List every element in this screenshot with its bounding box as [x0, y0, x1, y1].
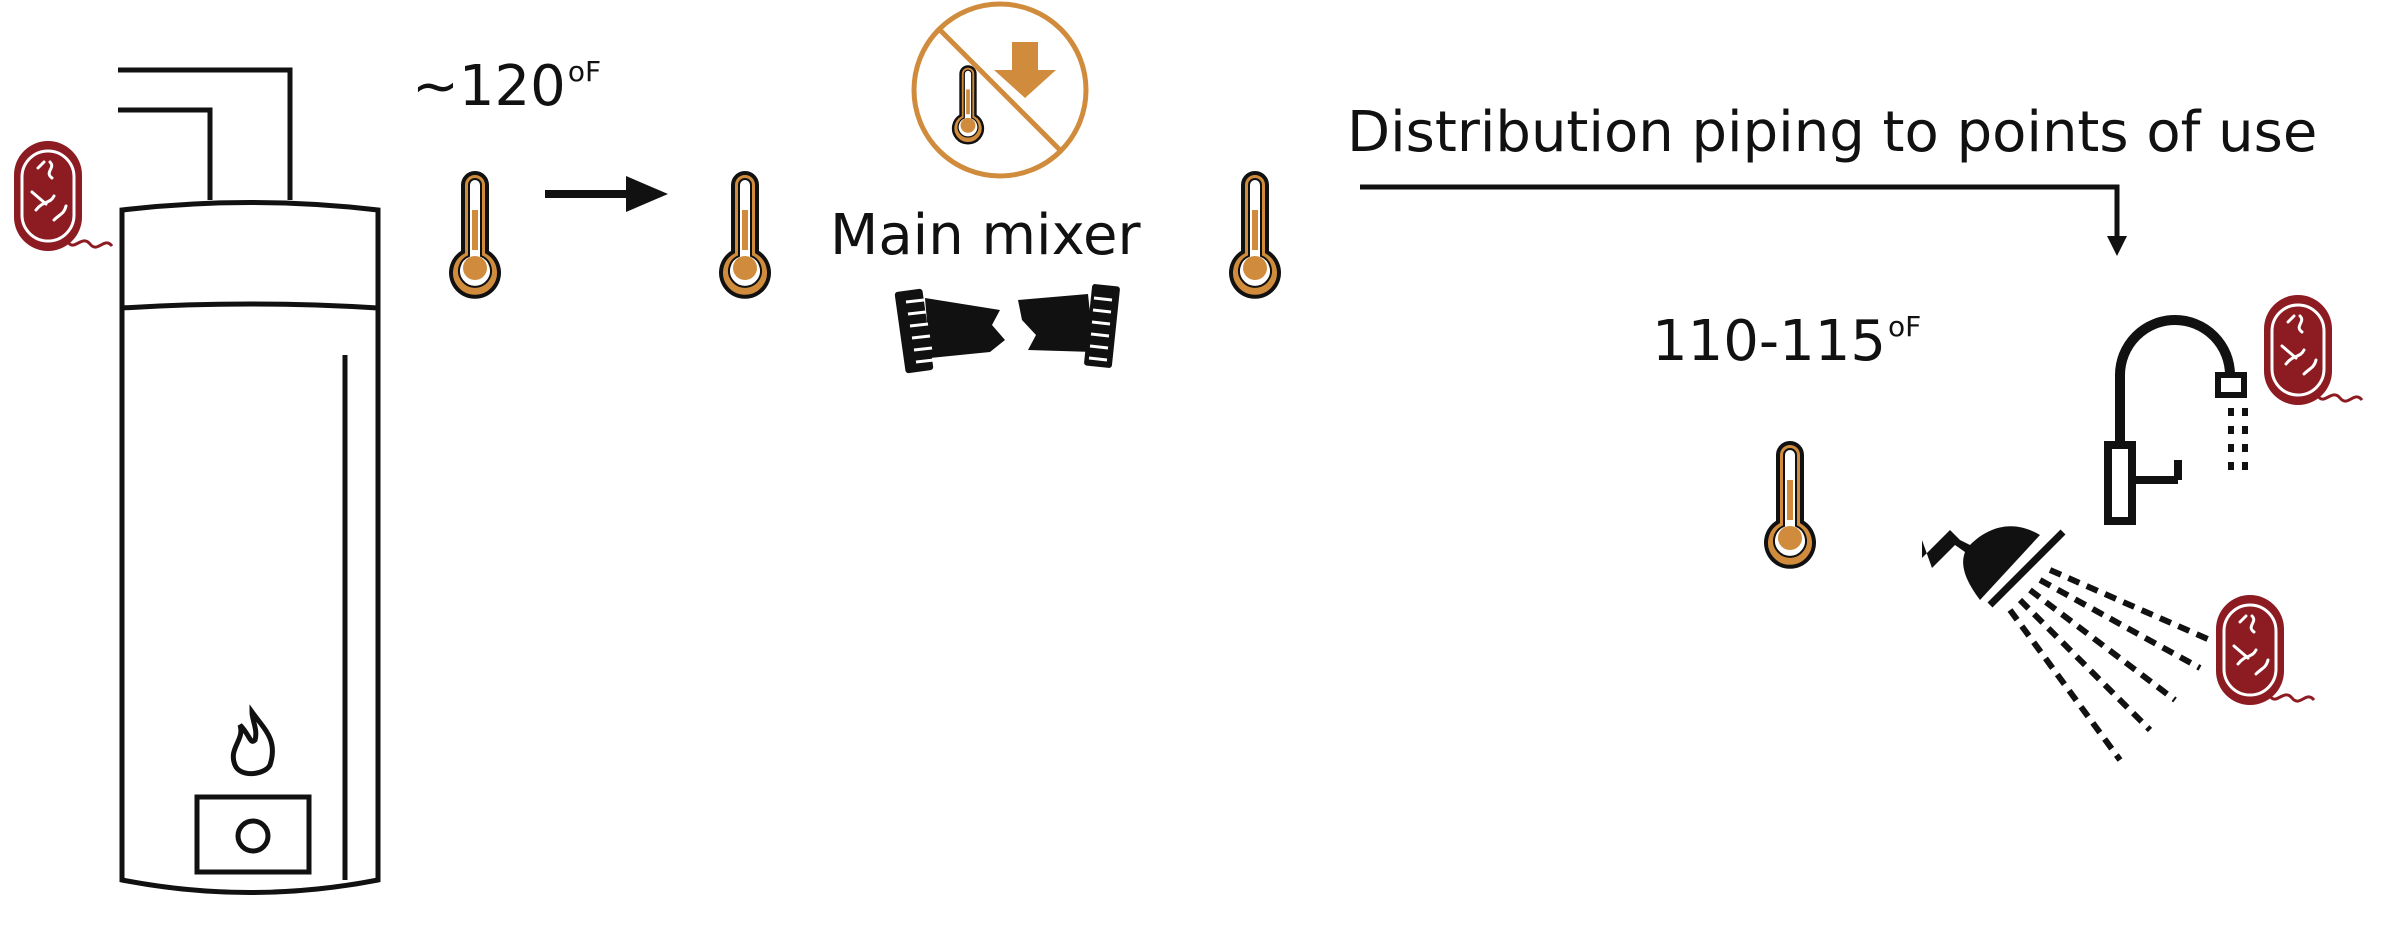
flame-icon [230, 704, 275, 777]
outlet-temperature-value: 110-115 [1652, 308, 1886, 374]
thermometer-icon [719, 171, 771, 299]
heater-temperature-value: ~120 [412, 53, 566, 119]
outlet-temperature-label: 110-115oF [1652, 313, 1921, 370]
bacteria-icon [12, 139, 114, 253]
thermometer-icon [449, 171, 501, 299]
broken-pipe-icon [894, 284, 1120, 374]
distribution-piping-label: Distribution piping to points of use [1347, 100, 2318, 165]
main-mixer-label: Main mixer [830, 203, 1141, 268]
heater-temperature-unit: oF [567, 55, 602, 88]
bacteria-icon [2214, 593, 2316, 707]
no-temperature-drop-icon [911, 1, 1089, 179]
showerhead-icon [1922, 526, 2212, 762]
heater-temperature-label: ~120oF [412, 58, 601, 115]
distribution-pipe-line [1360, 184, 2127, 256]
flow-arrow [545, 176, 668, 212]
outlet-temperature-unit: oF [1887, 310, 1922, 343]
thermometer-icon [1764, 441, 1816, 569]
faucet-icon [2104, 315, 2248, 525]
water-heater-icon [118, 67, 381, 895]
bacteria-icon [2262, 293, 2364, 407]
thermometer-icon [1229, 171, 1281, 299]
